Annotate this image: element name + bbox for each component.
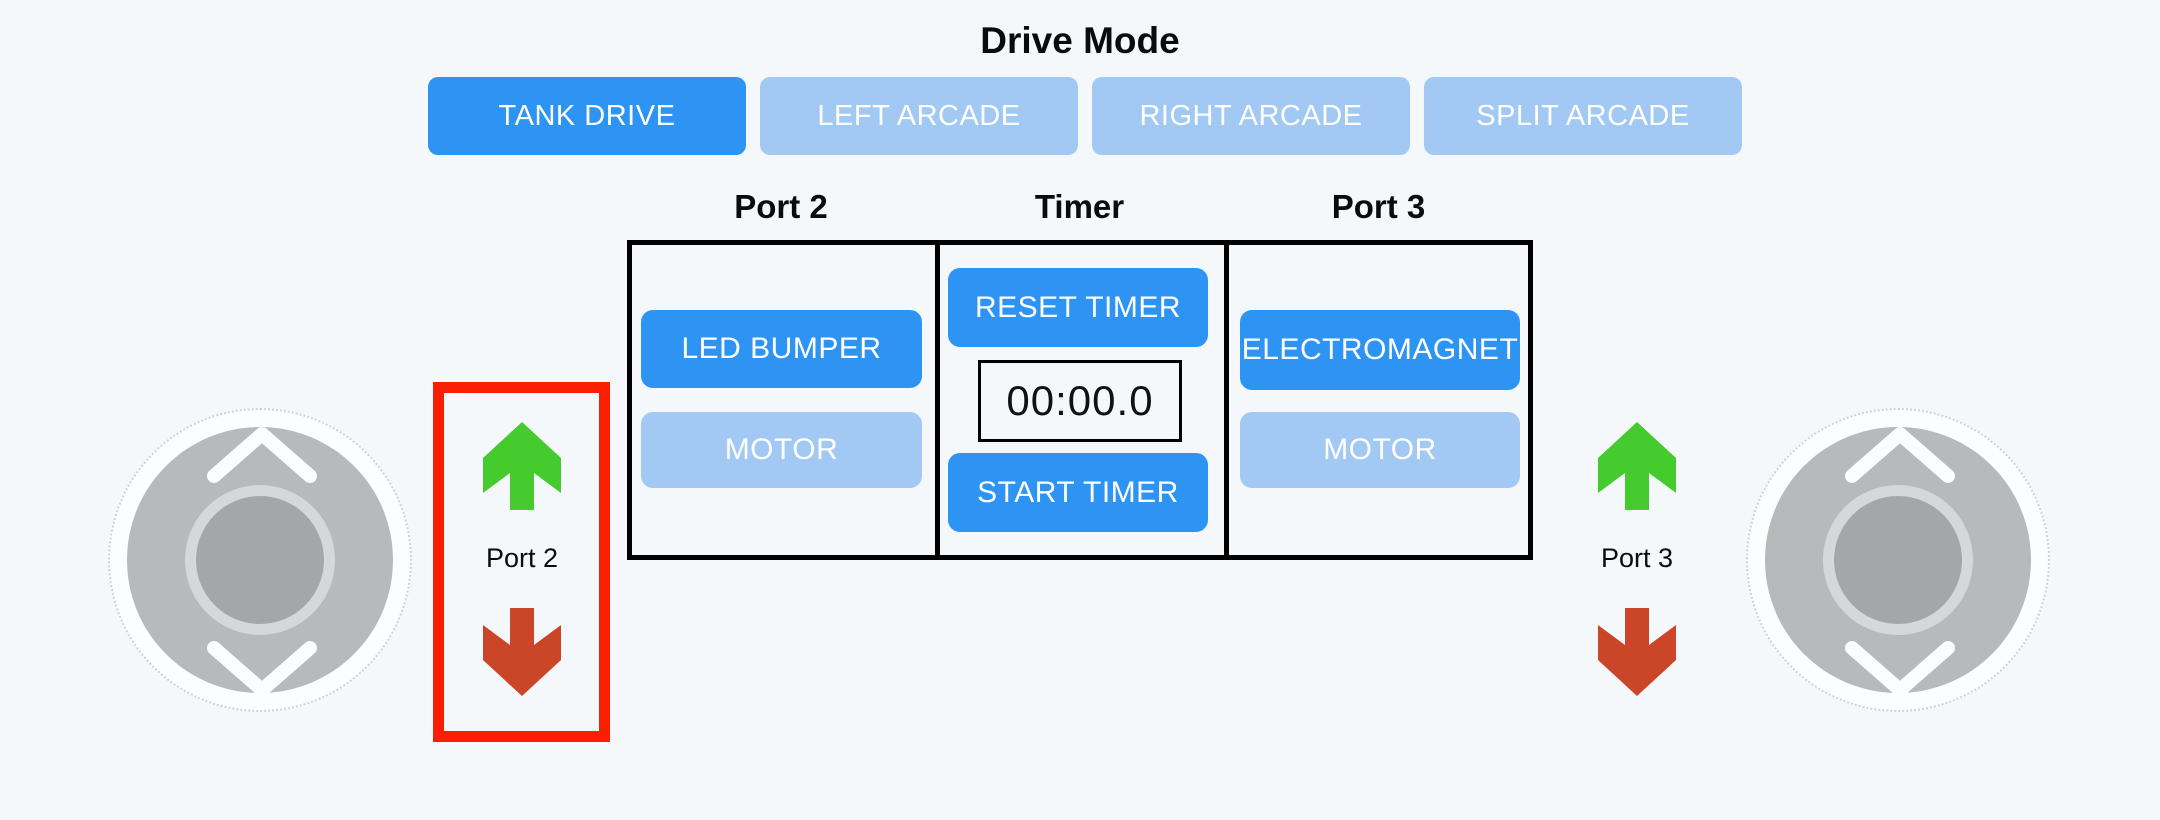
control-panel: LED BUMPER MOTOR RESET TIMER 00:00.0 STA… — [627, 240, 1533, 560]
electromagnet-button[interactable]: ELECTROMAGNET — [1240, 310, 1520, 390]
joystick-vertical-chevrons-icon — [1845, 427, 1955, 697]
led-bumper-label: LED BUMPER — [681, 332, 882, 365]
port2-up-button[interactable] — [483, 422, 561, 510]
red-down-arrow-icon — [1598, 608, 1676, 696]
drive-mode-left-arcade-label: LEFT ARCADE — [817, 99, 1021, 132]
timer-column: RESET TIMER 00:00.0 START TIMER — [935, 245, 1229, 555]
green-up-arrow-icon — [1598, 422, 1676, 510]
led-bumper-button[interactable]: LED BUMPER — [641, 310, 922, 388]
port3-motor-button[interactable]: MOTOR — [1240, 412, 1520, 488]
timer-display: 00:00.0 — [978, 360, 1182, 442]
timer-column-header: Timer — [1034, 188, 1125, 225]
port3-column: ELECTROMAGNET MOTOR — [1229, 245, 1528, 555]
port3-down-button[interactable] — [1598, 608, 1676, 696]
start-timer-button[interactable]: START TIMER — [948, 453, 1208, 532]
drive-mode-title: Drive Mode — [980, 20, 1180, 61]
timer-value: 00:00.0 — [1006, 377, 1154, 424]
port2-motor-label: MOTOR — [724, 433, 839, 466]
port2-column-header: Port 2 — [734, 188, 828, 225]
left-joystick-knob[interactable] — [196, 496, 324, 624]
port2-label: Port 2 — [485, 543, 559, 573]
green-up-arrow-icon — [483, 422, 561, 510]
port3-label: Port 3 — [1600, 543, 1674, 573]
port3-up-button[interactable] — [1598, 422, 1676, 510]
port2-motor-button[interactable]: MOTOR — [641, 412, 922, 488]
drive-mode-button-group: TANK DRIVE LEFT ARCADE RIGHT ARCADE SPLI… — [428, 77, 1742, 155]
right-joystick[interactable] — [1746, 408, 2050, 712]
port3-column-header: Port 3 — [1331, 188, 1426, 225]
reset-timer-label: RESET TIMER — [974, 290, 1182, 324]
port2-down-button[interactable] — [483, 608, 561, 696]
drive-mode-left-arcade-button[interactable]: LEFT ARCADE — [760, 77, 1078, 155]
drive-mode-tank-drive-label: TANK DRIVE — [498, 99, 676, 132]
joystick-vertical-chevrons-icon — [207, 427, 317, 697]
reset-timer-button[interactable]: RESET TIMER — [948, 268, 1208, 347]
drive-mode-right-arcade-button[interactable]: RIGHT ARCADE — [1092, 77, 1410, 155]
port3-motor-label: MOTOR — [1323, 433, 1437, 466]
start-timer-label: START TIMER — [977, 475, 1179, 509]
drive-mode-tank-drive-button[interactable]: TANK DRIVE — [428, 77, 746, 155]
right-joystick-knob[interactable] — [1834, 496, 1962, 624]
port2-highlight-box — [433, 382, 610, 742]
electromagnet-label: ELECTROMAGNET — [1241, 333, 1519, 366]
drive-mode-split-arcade-button[interactable]: SPLIT ARCADE — [1424, 77, 1742, 155]
port2-column: LED BUMPER MOTOR — [632, 245, 935, 555]
left-joystick[interactable] — [108, 408, 412, 712]
drive-mode-right-arcade-label: RIGHT ARCADE — [1139, 99, 1363, 132]
red-down-arrow-icon — [483, 608, 561, 696]
drive-mode-split-arcade-label: SPLIT ARCADE — [1476, 99, 1690, 132]
